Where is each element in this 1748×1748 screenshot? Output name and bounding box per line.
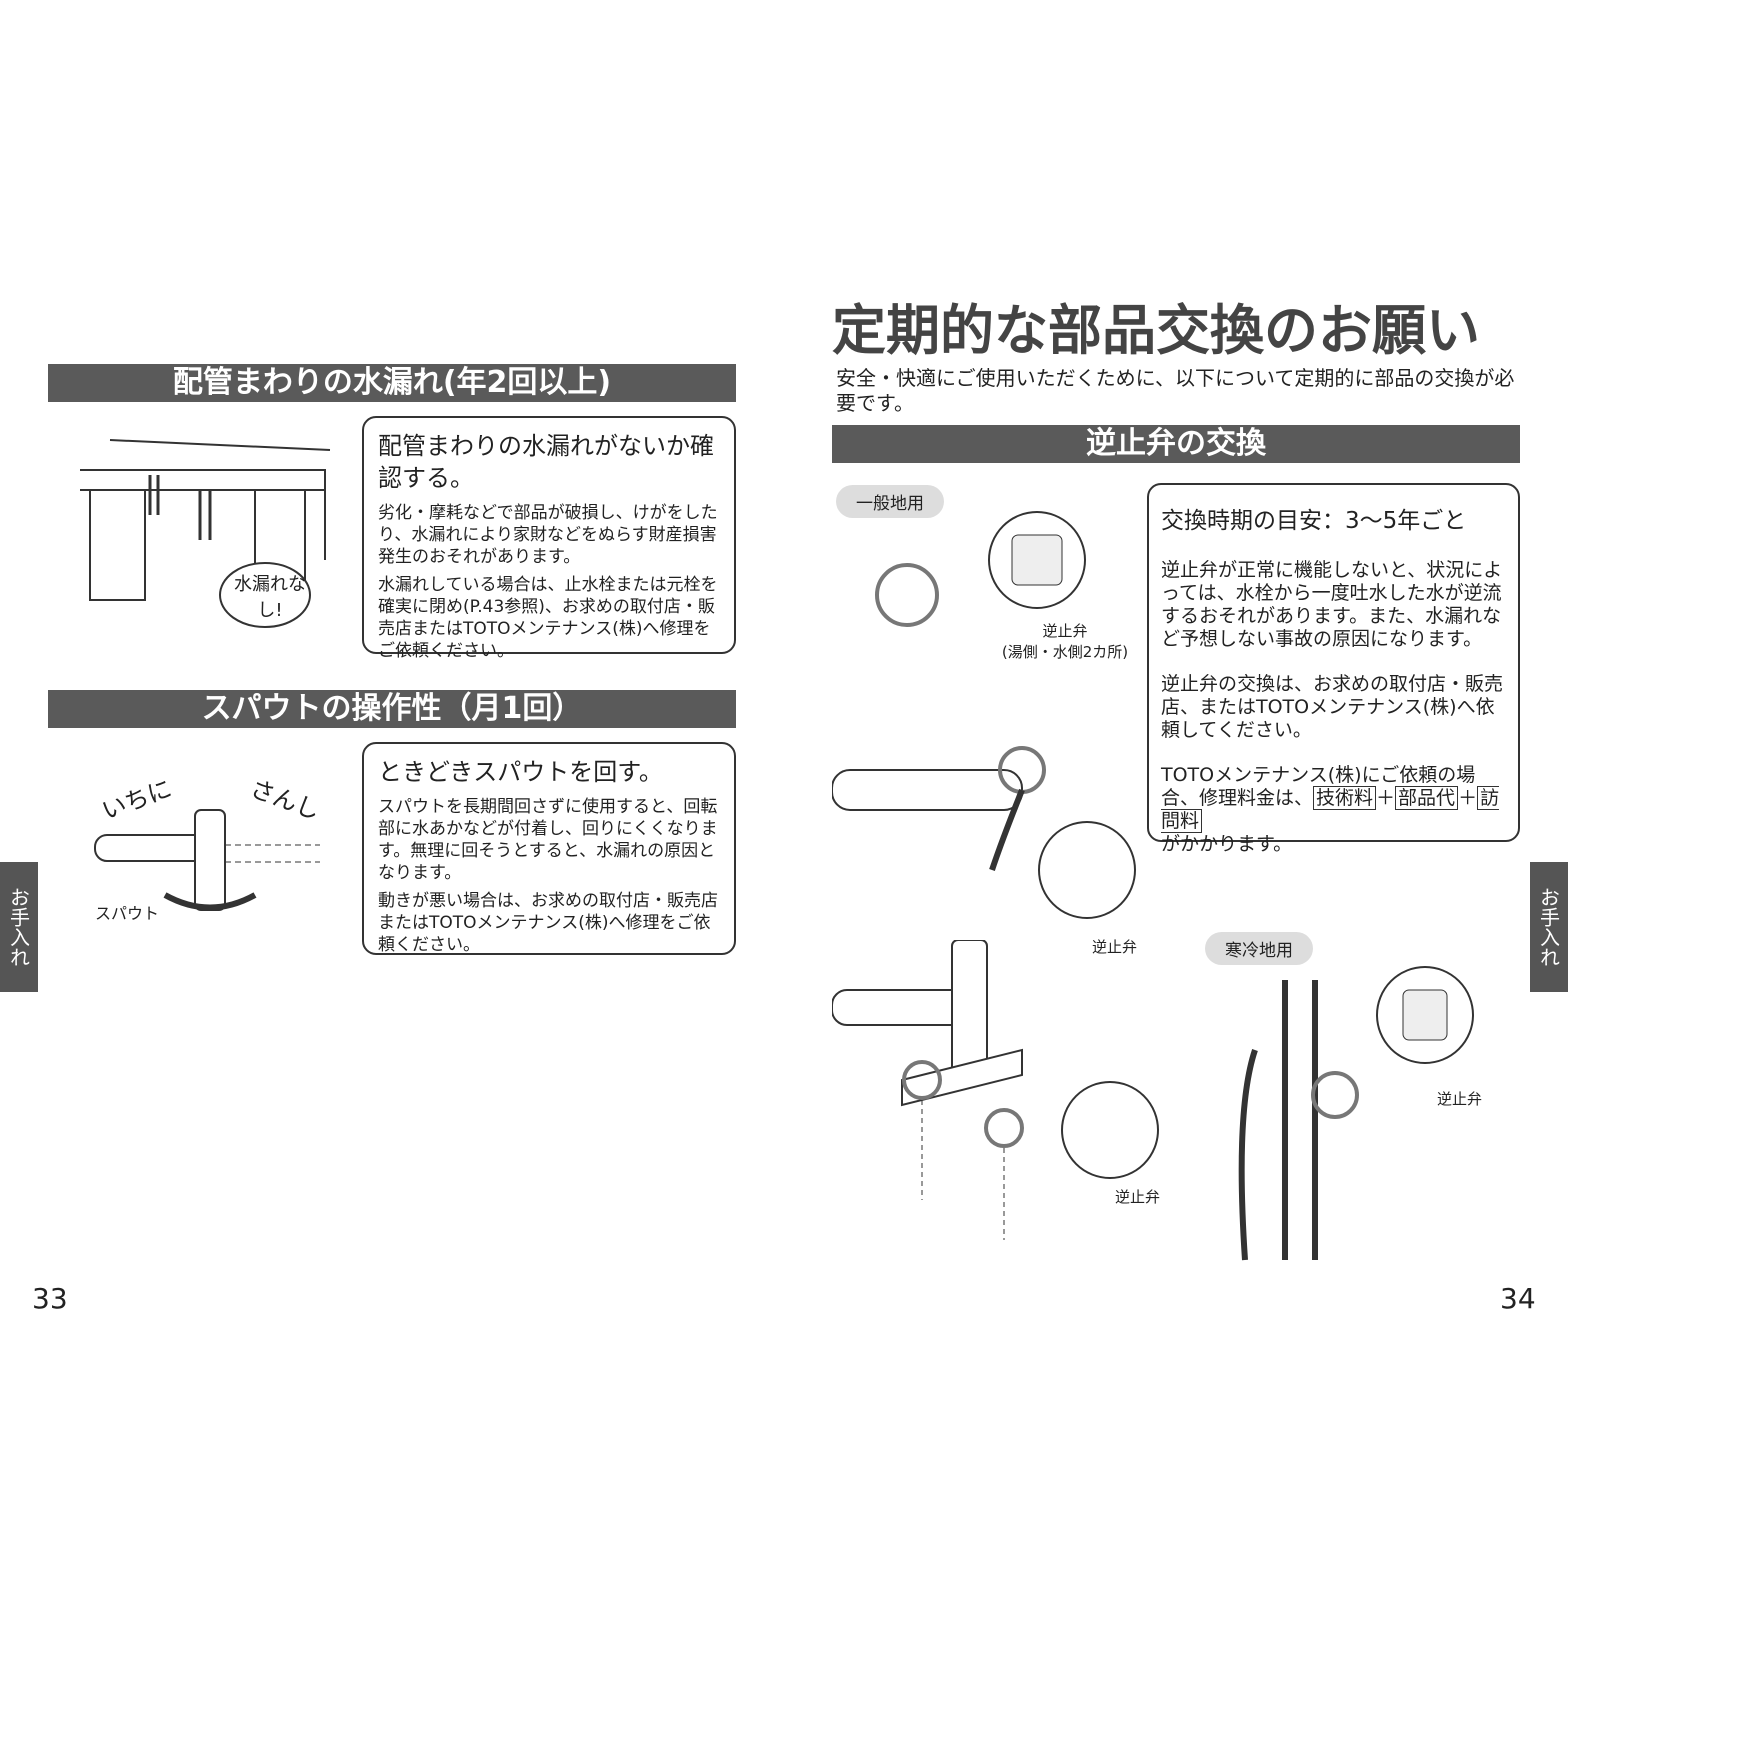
page-number-right: 34	[1500, 1282, 1536, 1315]
valve-label-text: 逆止弁	[1042, 622, 1088, 640]
spout-illustration	[94, 809, 320, 911]
valve-failure-warning: 逆止弁が正常に機能しないと、状況によっては、水栓から一度吐水した水が逆流するおそ…	[1161, 559, 1503, 650]
spout-instructions: 動きが悪い場合は、お求めの取付店・販売店またはTOTOメンテナンス(株)へ修理を…	[378, 891, 718, 955]
pipe-leak-instructions: 水漏れしている場合は、止水栓または元栓を確実に閉め(P.43参照)、お求めの取付…	[378, 575, 718, 661]
valve-replacement-request: 逆止弁の交換は、お求めの取付店・販売店、またはTOTOメンテナンス(株)へ依頼し…	[1161, 673, 1504, 741]
intro-text: 安全・快適にご使用いただくために、以下について定期的に部品の交換が必要です。	[836, 366, 1515, 415]
label-spout: スパウト	[95, 904, 160, 923]
cold-area-badge: 寒冷地用	[1205, 932, 1313, 965]
fee-parts: 部品代	[1395, 786, 1459, 810]
valve-label-2: 逆止弁	[1092, 938, 1138, 956]
general-faucet-illustrations	[832, 511, 1136, 919]
repair-fee-info: TOTOメンテナンス(株)にご依頼の場合、修理料金は、技術料＋部品代＋訪問料がか…	[1161, 764, 1506, 856]
page-title: 定期的な部品交換のお願い	[832, 299, 1480, 362]
fee-technical: 技術料	[1313, 786, 1377, 810]
section-heading-spout: スパウトの操作性（月1回）	[48, 690, 736, 728]
cold-area-faucet-illustration	[1238, 966, 1474, 1261]
section-heading-pipe-leak: 配管まわりの水漏れ(年2回以上)	[48, 364, 736, 402]
page-number: 33	[32, 1282, 68, 1315]
side-tab-care[interactable]: お手入れ	[0, 862, 38, 992]
valve-note: (湯側・水側2カ所)	[1001, 643, 1129, 661]
valve-label-3: 逆止弁	[1115, 1188, 1161, 1206]
no-leak-bubble: 水漏れなし!	[234, 574, 306, 621]
spout-title: ときどきスパウトを回す。	[378, 758, 663, 786]
side-tab-care-right[interactable]: お手入れ	[1530, 862, 1568, 992]
replacement-interval: 交換時期の目安：3〜5年ごと	[1161, 508, 1467, 534]
valve-label-4: 逆止弁	[1437, 1090, 1483, 1108]
plus: ＋	[1376, 787, 1396, 809]
spout-info-box: ときどきスパウトを回す。 スパウトを長期間回さずに使用すると、回転部に水あかなど…	[362, 742, 736, 955]
general-area-badge: 一般地用	[836, 485, 944, 518]
fee-outro: がかかります。	[1161, 833, 1293, 855]
fee-visit: 訪問料	[1161, 786, 1500, 833]
section-heading-check-valve: 逆止弁の交換	[832, 425, 1520, 463]
deck-faucet-illustration	[832, 940, 1159, 1240]
replacement-info-box: 交換時期の目安：3〜5年ごと 逆止弁が正常に機能しないと、状況によっては、水栓か…	[1147, 483, 1520, 855]
plus: ＋	[1458, 787, 1478, 809]
spout-warning: スパウトを長期間回さずに使用すると、回転部に水あかなどが付着し、回りにくくなりま…	[378, 797, 718, 883]
pipe-leak-title: 配管まわりの水漏れがないか確認する。	[378, 432, 714, 492]
valve-label-general: 逆止弁 (湯側・水側2カ所)	[990, 620, 1140, 662]
pipe-leak-illustration	[80, 439, 331, 628]
fee-intro: TOTOメンテナンス(株)にご依頼の場合、修理料金は、	[1161, 764, 1476, 809]
pipe-leak-warning: 劣化・摩耗などで部品が破損し、けがをしたり、水漏れにより家財などをぬらす財産損害…	[378, 503, 718, 567]
pipe-leak-info-box: 配管まわりの水漏れがないか確認する。 劣化・摩耗などで部品が破損し、けがをしたり…	[362, 416, 736, 661]
